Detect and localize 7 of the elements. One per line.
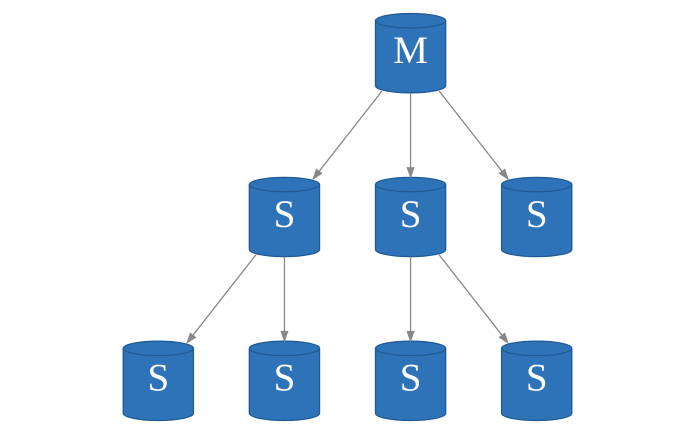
arrow	[406, 93, 415, 179]
arrow	[186, 254, 256, 344]
arrow	[312, 90, 382, 180]
arrow	[438, 90, 509, 180]
arrow	[438, 254, 509, 344]
arrow	[406, 256, 415, 343]
arrow	[280, 256, 289, 343]
